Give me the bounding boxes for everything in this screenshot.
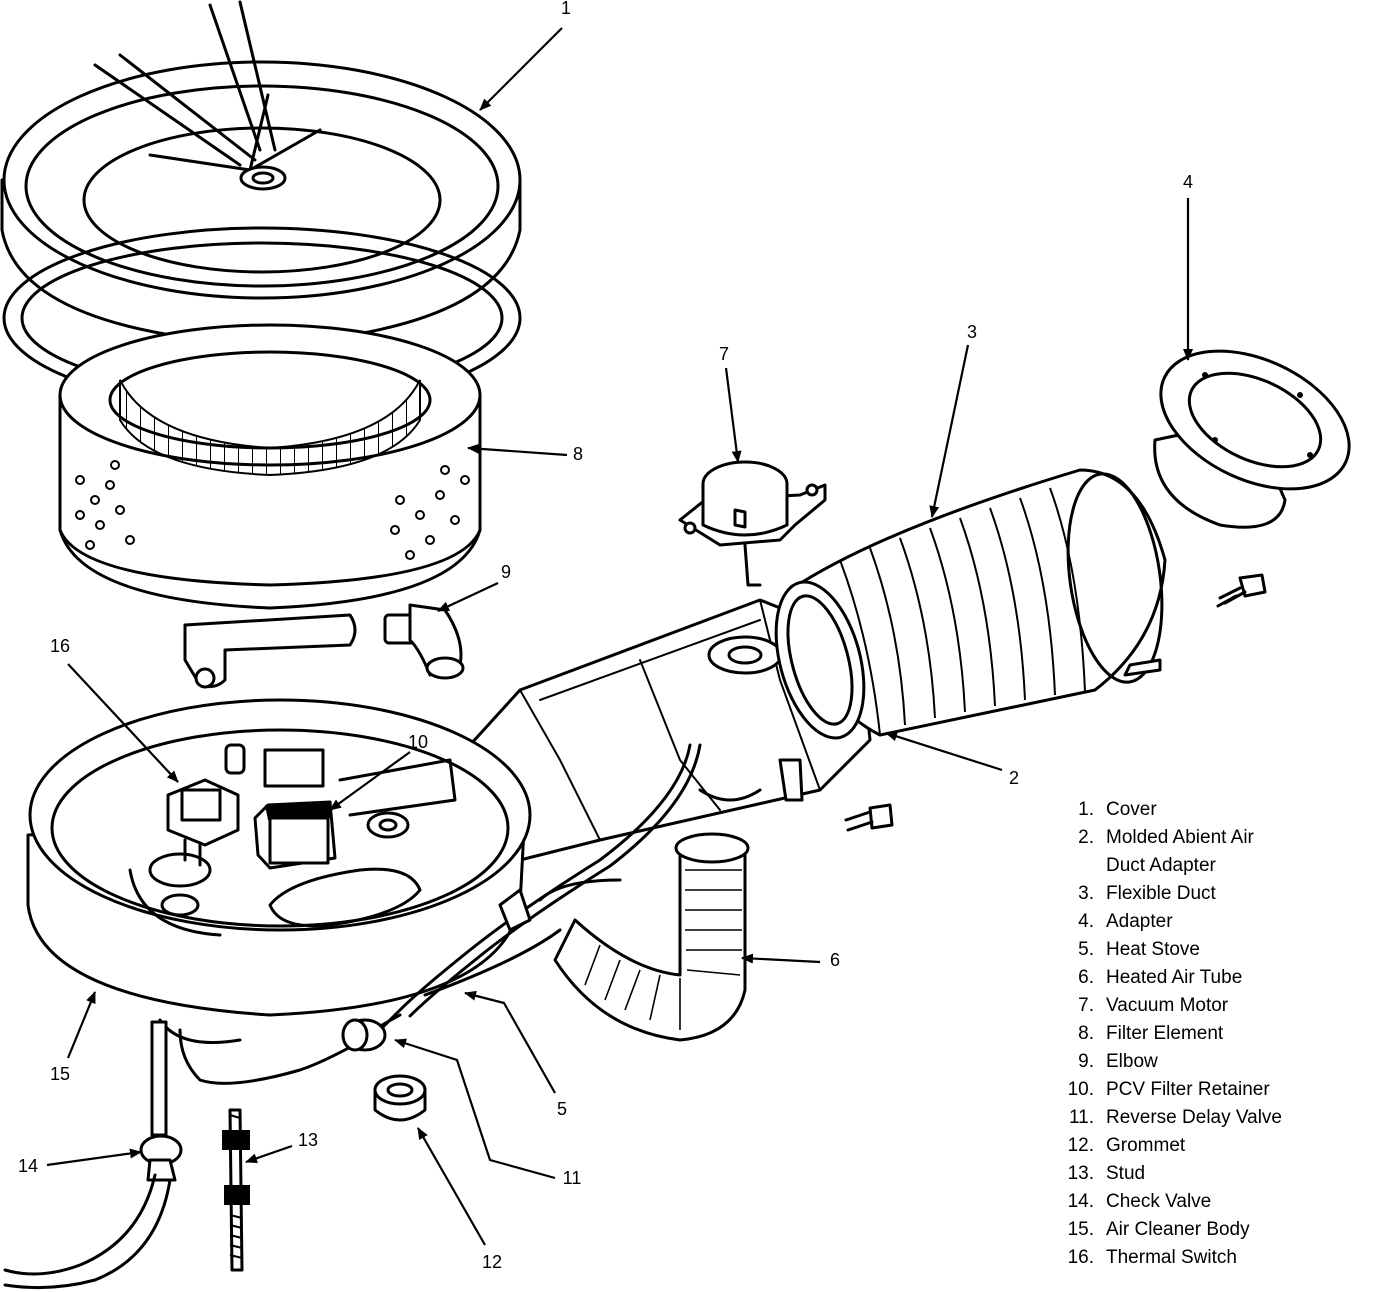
legend-row: 5. Heat Stove [1060, 936, 1360, 964]
legend-row: 7. Vacuum Motor [1060, 992, 1360, 1020]
legend-row: 12. Grommet [1060, 1132, 1360, 1160]
legend-row: 11. Reverse Delay Valve [1060, 1104, 1360, 1132]
callout-3: 3 [967, 322, 977, 342]
legend-row: 3. Flexible Duct [1060, 880, 1360, 908]
legend-name: Flexible Duct [1106, 883, 1216, 904]
legend-number: 15. [1067, 1219, 1094, 1240]
legend-number: 9. [1078, 1051, 1094, 1072]
legend-name: Air Cleaner Body [1106, 1219, 1250, 1240]
legend-row: 8. Filter Element [1060, 1020, 1360, 1048]
heat-stove [423, 878, 622, 997]
callout-4: 4 [1183, 172, 1193, 192]
legend-row: 9. Elbow [1060, 1048, 1360, 1076]
legend-row: 15. Air Cleaner Body [1060, 1216, 1360, 1244]
legend-name: Heat Stove [1106, 939, 1200, 960]
legend-number: 4. [1078, 911, 1094, 932]
legend-number: 10. [1067, 1079, 1094, 1100]
callout-9: 9 [501, 562, 511, 582]
reverse-delay-valve [341, 1013, 402, 1052]
thermal-switch [166, 778, 240, 867]
vacuum-motor [678, 460, 827, 587]
legend-row: 4. Adapter [1060, 908, 1360, 936]
callout-13: 13 [298, 1130, 318, 1150]
legend-name: Cover [1106, 799, 1157, 820]
check-valve [3, 1020, 183, 1290]
legend-row: Duct Adapter [1060, 852, 1360, 880]
legend-name: Thermal Switch [1106, 1247, 1237, 1268]
legend-row: 6. Heated Air Tube [1060, 964, 1360, 992]
callout-6: 6 [830, 950, 840, 970]
legend-number: 3. [1078, 883, 1094, 904]
callout-7: 7 [719, 344, 729, 364]
legend-number: 6. [1078, 967, 1094, 988]
legend-name: Adapter [1106, 911, 1173, 932]
legend-name: Grommet [1106, 1135, 1186, 1156]
legend-name: Stud [1106, 1163, 1146, 1184]
vacuum-hose [178, 743, 692, 1085]
legend-name: Elbow [1106, 1051, 1158, 1072]
elbow [383, 603, 465, 680]
legend-row: 13. Stud [1060, 1160, 1360, 1188]
legend-name: Check Valve [1106, 1191, 1212, 1212]
legend-number: 5. [1078, 939, 1094, 960]
legend-number: 13. [1067, 1163, 1094, 1184]
legend-name: PCV Filter Retainer [1106, 1079, 1270, 1100]
legend-row: 2. Molded Abient Air [1060, 824, 1360, 852]
legend-number: 16. [1067, 1247, 1094, 1268]
callout-11: 11 [563, 1168, 582, 1188]
pcv-hose [183, 613, 357, 689]
heated-air-tube [553, 832, 750, 1042]
adapter-screw [1216, 573, 1267, 608]
callout-16: 16 [50, 636, 70, 656]
legend-row: 14. Check Valve [1060, 1188, 1360, 1216]
snorkel-screw [844, 803, 894, 832]
filter-element [58, 323, 482, 610]
legend-name: Heated Air Tube [1106, 967, 1243, 988]
legend-name: Molded Abient Air [1106, 827, 1254, 848]
legend-row: 16. Thermal Switch [1060, 1244, 1360, 1272]
legend-number: 7. [1078, 995, 1094, 1016]
callout-leaders [46, 27, 1193, 1246]
legend-name: Duct Adapter [1106, 855, 1216, 876]
legend-name: Filter Element [1106, 1023, 1224, 1044]
callout-2: 2 [1009, 768, 1019, 788]
callout-10: 10 [408, 732, 428, 752]
air-cleaner-cover [0, 0, 522, 347]
callout-12: 12 [482, 1252, 502, 1272]
callout-15: 15 [50, 1064, 70, 1084]
legend-number: 1. [1078, 799, 1094, 820]
legend-number: 2. [1078, 827, 1094, 848]
legend-name: Vacuum Motor [1106, 995, 1229, 1016]
legend-name: Reverse Delay Valve [1106, 1107, 1283, 1128]
callout-5: 5 [557, 1099, 567, 1119]
adapter [1153, 349, 1351, 529]
stud [222, 1108, 250, 1272]
legend-row: 1. Cover [1060, 796, 1360, 824]
callout-14: 14 [18, 1156, 38, 1176]
flexible-duct [788, 468, 1167, 737]
pcv-filter-retainer [253, 800, 337, 870]
parts-legend: 1. Cover 2. Molded Abient Air Duct Adapter… [1060, 796, 1360, 1272]
legend-number: 11. [1068, 1107, 1094, 1128]
legend-number: 14. [1067, 1191, 1094, 1212]
callout-1: 1 [561, 0, 571, 18]
legend-number: 12. [1067, 1135, 1094, 1156]
grommet [373, 1074, 427, 1122]
callout-8: 8 [573, 444, 583, 464]
legend-row: 10. PCV Filter Retainer [1060, 1076, 1360, 1104]
legend-number: 8. [1078, 1023, 1094, 1044]
molded-duct-adapter [774, 580, 866, 740]
callout-labels: 1 2 3 4 5 6 7 8 9 10 11 12 13 14 15 16 [18, 0, 1193, 1272]
